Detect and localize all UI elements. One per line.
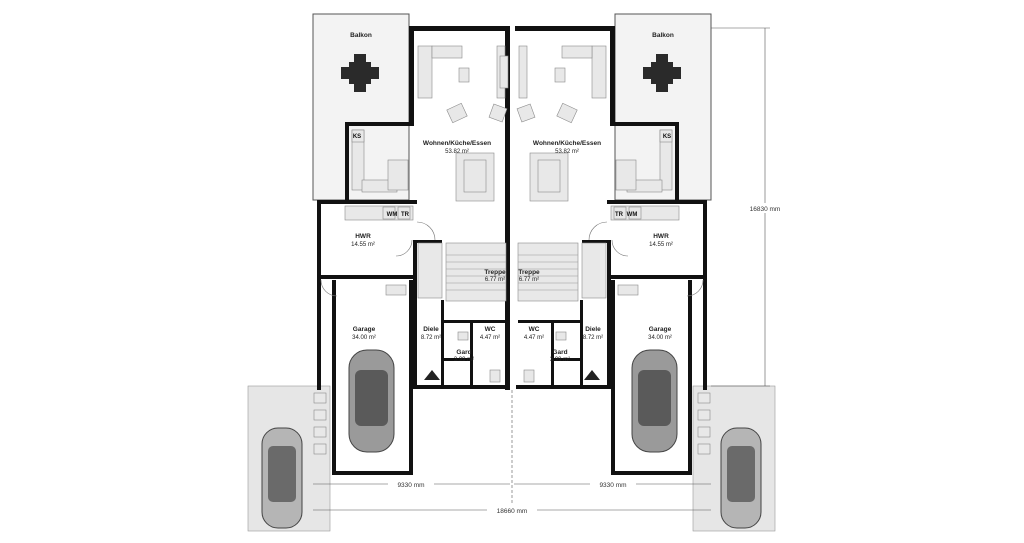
room-area-gard-right: 3.99 m²	[550, 357, 570, 363]
label-tr-right: TR	[615, 212, 624, 218]
room-name-hwr-right: HWR	[653, 233, 669, 240]
car-parking-left	[261, 427, 303, 529]
room-name-balkon-right: Balkon	[652, 32, 674, 39]
walls-left-unit	[317, 26, 510, 475]
room-area-gard-left: 3.99 m²	[454, 357, 474, 363]
room-area-wc-right: 4.47 m²	[524, 335, 544, 341]
dimension-depth: 16830 mm	[750, 206, 781, 213]
stairs-right	[518, 254, 578, 291]
balcony-table-right	[643, 54, 681, 92]
car-garage-right	[631, 349, 678, 453]
room-name-treppe-right: Treppe	[518, 269, 540, 276]
door-arcs	[320, 221, 704, 297]
room-area-wohnen-left: 53.82 m²	[445, 149, 469, 155]
room-name-garage-right: Garage	[649, 326, 672, 333]
room-area-garage-left: 34.00 m²	[352, 335, 376, 341]
dimension-unit-width-right: 9330 mm	[599, 482, 626, 489]
room-area-diele-left: 8.72 m²	[421, 335, 441, 341]
room-area-treppe-left: 6.77 m²	[485, 277, 505, 283]
label-wm-left: WM	[387, 212, 398, 218]
room-name-gard-left: Gard	[456, 349, 471, 356]
stairs-left	[446, 254, 506, 291]
room-name-hwr-left: HWR	[355, 233, 371, 240]
room-name-balkon-left: Balkon	[350, 32, 372, 39]
room-area-garage-right: 34.00 m²	[648, 335, 672, 341]
room-name-gard-right: Gard	[552, 349, 567, 356]
room-area-diele-right: 8.72 m²	[583, 335, 603, 341]
car-garage-left	[348, 349, 395, 453]
label-ks-right: KS	[663, 134, 671, 140]
room-name-wohnen-left: Wohnen/Küche/Essen	[423, 140, 491, 147]
room-name-diele-left: Diele	[423, 326, 439, 333]
balcony-table-left	[341, 54, 379, 92]
room-name-garage-left: Garage	[353, 326, 376, 333]
walls-right-unit	[515, 26, 707, 475]
room-area-hwr-right: 14.55 m²	[649, 242, 673, 248]
furniture-right	[516, 45, 711, 455]
room-name-wc-right: WC	[529, 326, 540, 333]
entrance-arrow-right	[584, 370, 600, 380]
room-area-wc-left: 4.47 m²	[480, 335, 500, 341]
label-tr-left: TR	[401, 212, 410, 218]
room-name-wohnen-right: Wohnen/Küche/Essen	[533, 140, 601, 147]
room-area-wohnen-right: 53.82 m²	[555, 149, 579, 155]
car-parking-right	[720, 427, 762, 529]
label-wm-right: WM	[627, 212, 638, 218]
furniture-left	[313, 45, 509, 455]
label-ks-left: KS	[353, 134, 361, 140]
room-area-treppe-right: 6.77 m²	[519, 277, 539, 283]
dimension-total-width: 18660 mm	[497, 508, 528, 515]
room-name-wc-left: WC	[485, 326, 496, 333]
entrance-arrow-left	[424, 370, 440, 380]
dimension-unit-width-left: 9330 mm	[397, 482, 424, 489]
room-name-treppe-left: Treppe	[484, 269, 506, 276]
room-area-hwr-left: 14.55 m²	[351, 242, 375, 248]
room-name-diele-right: Diele	[585, 326, 601, 333]
